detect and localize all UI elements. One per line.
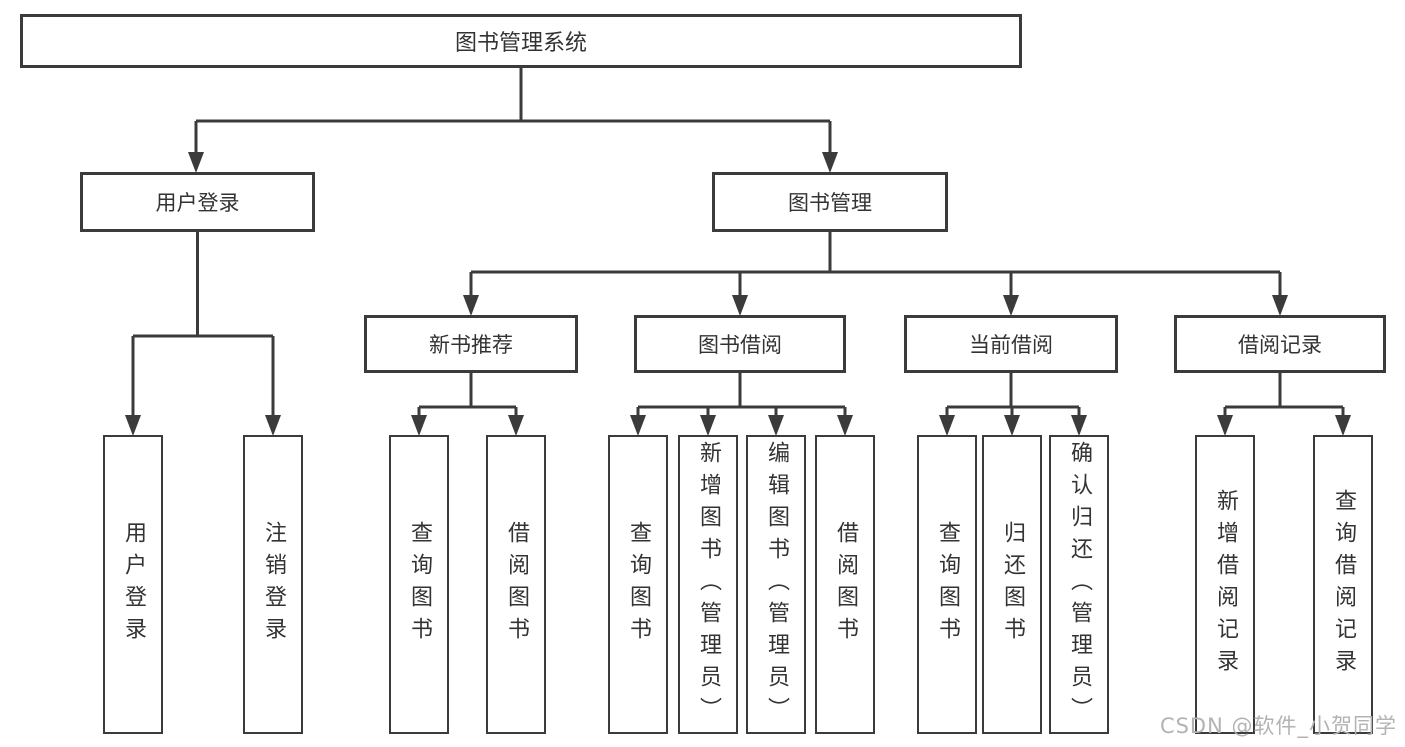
node-new-book-recommend-label: 新书推荐 — [429, 333, 513, 357]
leaf-return-books: 归还图书 — [982, 435, 1042, 734]
csdn-watermark: CSDN @软件_小贺同学 — [1159, 714, 1397, 738]
leaf-query-books-recommend: 查询图书 — [389, 435, 449, 734]
node-library-system: 图书管理系统 — [20, 14, 1022, 68]
leaf-query-borrow-record: 查询借阅记录 — [1313, 435, 1373, 734]
node-book-borrow: 图书借阅 — [634, 315, 846, 373]
node-book-borrow-label: 图书借阅 — [698, 333, 782, 357]
leaf-query-books-current: 查询图书 — [917, 435, 977, 734]
node-book-management: 图书管理 — [712, 172, 948, 232]
leaf-borrow-books-label: 借阅图书 — [833, 520, 858, 649]
node-borrow-records: 借阅记录 — [1174, 315, 1386, 373]
node-user-login-label: 用户登录 — [155, 191, 240, 215]
leaf-user-login: 用户登录 — [103, 435, 163, 734]
node-current-borrow-label: 当前借阅 — [969, 333, 1053, 357]
leaf-query-books-borrow-label: 查询图书 — [626, 520, 651, 649]
leaf-logout: 注销登录 — [243, 435, 303, 734]
leaf-query-books-borrow: 查询图书 — [608, 435, 668, 734]
leaf-confirm-return-admin: 确认归还（管理员） — [1049, 435, 1109, 734]
leaf-query-books-current-label: 查询图书 — [935, 520, 960, 649]
node-new-book-recommend: 新书推荐 — [364, 315, 578, 373]
leaf-add-books-admin: 新增图书（管理员） — [678, 435, 738, 734]
leaf-return-books-label: 归还图书 — [1000, 520, 1025, 649]
node-user-login: 用户登录 — [80, 172, 315, 232]
leaf-add-books-admin-label: 新增图书（管理员） — [696, 440, 721, 729]
leaf-logout-label: 注销登录 — [261, 520, 286, 649]
leaf-add-borrow-record: 新增借阅记录 — [1195, 435, 1255, 734]
node-library-system-label: 图书管理系统 — [454, 31, 587, 56]
leaf-edit-books-admin: 编辑图书（管理员） — [746, 435, 806, 734]
leaf-query-borrow-record-label: 查询借阅记录 — [1331, 488, 1356, 681]
node-borrow-records-label: 借阅记录 — [1238, 333, 1322, 357]
node-current-borrow: 当前借阅 — [904, 315, 1118, 373]
leaf-borrow-books: 借阅图书 — [815, 435, 875, 734]
leaf-user-login-label: 用户登录 — [121, 520, 146, 649]
leaf-add-borrow-record-label: 新增借阅记录 — [1213, 488, 1238, 681]
leaf-borrow-books-recommend-label: 借阅图书 — [504, 520, 529, 649]
node-book-management-label: 图书管理 — [788, 191, 872, 215]
leaf-borrow-books-recommend: 借阅图书 — [486, 435, 546, 734]
leaf-query-books-recommend-label: 查询图书 — [407, 520, 432, 649]
leaf-edit-books-admin-label: 编辑图书（管理员） — [764, 440, 789, 729]
leaf-confirm-return-admin-label: 确认归还（管理员） — [1067, 440, 1092, 729]
